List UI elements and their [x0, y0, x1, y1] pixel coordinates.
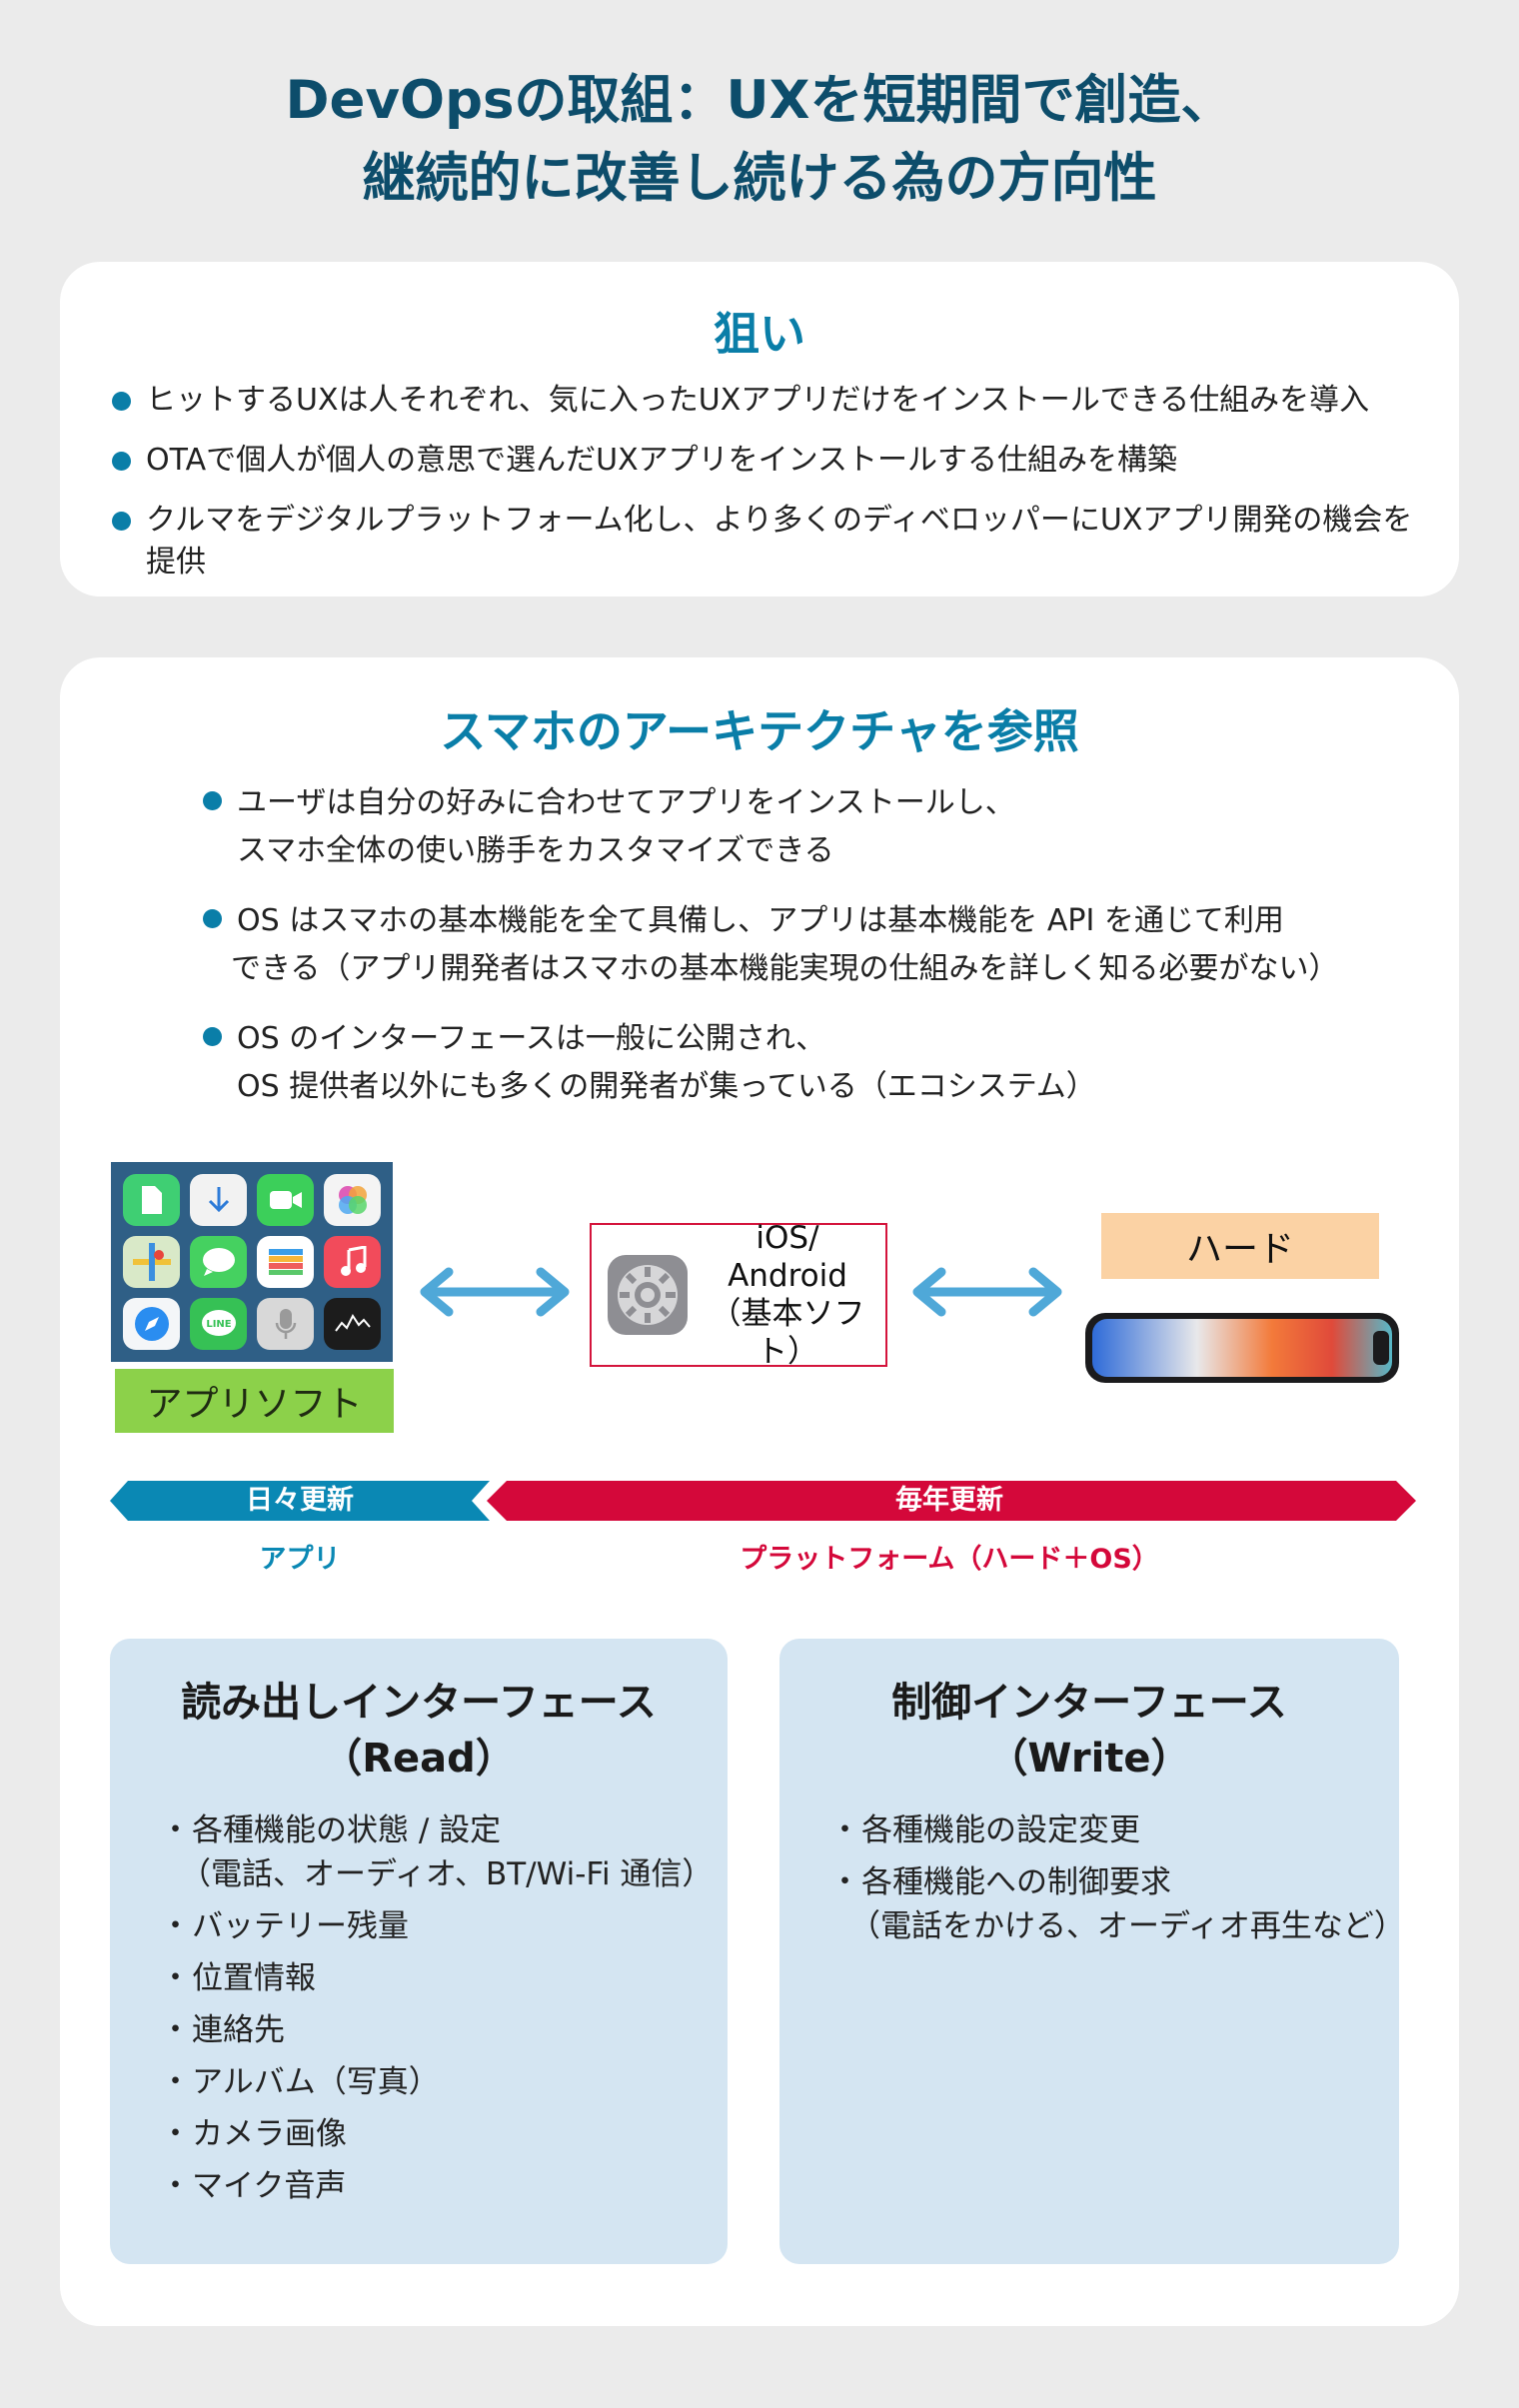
os-box: iOS/ Android （基本ソフト）	[590, 1220, 887, 1370]
write-interface-item: 各種機能の設定変更	[829, 1808, 1392, 1852]
read-interface-item: 連絡先	[160, 2008, 718, 2052]
daily-update-bar	[110, 1481, 490, 1521]
aim-bullet: クルマをデジタルプラットフォーム化し、より多くのディベロッパーにUXアプリ開発の…	[112, 500, 1441, 584]
game-center-app-icon	[324, 1174, 381, 1226]
yearly-update-sublabel: プラットフォーム（ハード＋OS）	[740, 1544, 1159, 1575]
maps-app-icon	[123, 1236, 180, 1288]
messages-app-icon	[190, 1236, 247, 1288]
architecture-bullet-line: ユーザは自分の好みに合わせてアプリをインストールし、	[237, 785, 1015, 820]
yearly-update-label: 毎年更新	[895, 1485, 1003, 1516]
read-interface-item: バッテリー残量	[160, 1904, 718, 1948]
smartphone-icon	[1085, 1313, 1399, 1383]
write-interface-title-line: 制御インターフェース	[891, 1680, 1287, 1726]
voice-memo-app-icon	[257, 1298, 314, 1350]
settings-gear-icon	[608, 1255, 688, 1335]
read-interface-item-line: （電話、オーディオ、BT/Wi-Fi 通信）	[180, 1856, 714, 1892]
architecture-bullet-line: OS のインターフェースは一般に公開され、	[237, 1021, 826, 1056]
app-software-label: アプリソフト	[115, 1369, 394, 1433]
wallet-app-icon	[257, 1236, 314, 1288]
write-interface-item-line: 各種機能への制御要求	[861, 1864, 1171, 1900]
music-app-icon	[324, 1236, 381, 1288]
write-interface-list: 各種機能の設定変更 各種機能への制御要求 （電話をかける、オーディオ再生など）	[829, 1808, 1405, 1956]
daily-update-label: 日々更新	[246, 1485, 354, 1516]
read-interface-item-line: 各種機能の状態 / 設定	[192, 1812, 502, 1848]
read-interface-item: 位置情報	[160, 1956, 718, 2000]
line-app-icon: LINE	[190, 1298, 247, 1350]
download-app-icon	[190, 1174, 247, 1226]
read-interface-title-line: （Read）	[322, 1736, 516, 1782]
read-interface-title-line: 読み出しインターフェース	[181, 1680, 657, 1726]
yearly-update-bar	[487, 1481, 1416, 1521]
architecture-card: スマホのアーキテクチャを参照 ユーザは自分の好みに合わせてアプリをインストールし…	[60, 657, 1459, 2326]
daily-update-sublabel: アプリ	[259, 1544, 341, 1575]
double-arrow-icon	[912, 1267, 1062, 1317]
write-interface-title: 制御インターフェース （Write）	[779, 1675, 1399, 1787]
app-icons-grid: LINE	[111, 1162, 393, 1362]
read-interface-item: アルバム（写真）	[160, 2060, 718, 2104]
architecture-bullet-line: OS 提供者以外にも多くの開発者が集っている（エコシステム）	[237, 1069, 1096, 1104]
files-app-icon	[123, 1174, 180, 1226]
page-title-line2: 継続的に改善し続ける為の方向性	[362, 148, 1157, 209]
write-interface-title-line: （Write）	[987, 1736, 1191, 1782]
aim-bullet: ヒットするUXは人それぞれ、気に入ったUXアプリだけをインストールできる仕組みを…	[112, 380, 1441, 422]
read-interface-item: 各種機能の状態 / 設定 （電話、オーディオ、BT/Wi-Fi 通信）	[160, 1808, 718, 1896]
architecture-heading: スマホのアーキテクチャを参照	[440, 704, 1079, 758]
architecture-bullet: OS のインターフェースは一般に公開され、 OS 提供者以外にも多くの開発者が集…	[203, 1015, 1402, 1111]
architecture-bullet: OS はスマホの基本機能を全て具備し、アプリは基本機能を API を通じて利用 …	[203, 897, 1402, 993]
os-label-line: iOS/	[756, 1220, 819, 1256]
read-interface-title: 読み出しインターフェース （Read）	[110, 1675, 728, 1787]
architecture-bullet-line: スマホ全体の使い勝手をカスタマイズできる	[237, 833, 834, 868]
read-interface-item: カメラ画像	[160, 2112, 718, 2156]
hardware-label: ハード	[1101, 1213, 1379, 1279]
architecture-bullet-list: ユーザは自分の好みに合わせてアプリをインストールし、 スマホ全体の使い勝手をカス…	[203, 779, 1402, 1133]
write-interface-box: 制御インターフェース （Write） 各種機能の設定変更 各種機能への制御要求 …	[779, 1639, 1405, 2264]
os-label-line: Android	[728, 1258, 847, 1294]
architecture-bullet-line: OS はスマホの基本機能を全て具備し、アプリは基本機能を API を通じて利用	[237, 903, 1284, 938]
aim-bullet-list: ヒットするUXは人それぞれ、気に入ったUXアプリだけをインストールできる仕組みを…	[112, 380, 1441, 602]
safari-app-icon	[123, 1298, 180, 1350]
facetime-app-icon	[257, 1174, 314, 1226]
read-interface-list: 各種機能の状態 / 設定 （電話、オーディオ、BT/Wi-Fi 通信） バッテリ…	[160, 1808, 718, 2216]
architecture-bullet: ユーザは自分の好みに合わせてアプリをインストールし、 スマホ全体の使い勝手をカス…	[203, 779, 1402, 875]
read-interface-box: 読み出しインターフェース （Read） 各種機能の状態 / 設定 （電話、オーデ…	[110, 1639, 728, 2264]
page-title: DevOpsの取組：UXを短期間で創造、 継続的に改善し続ける為の方向性	[0, 62, 1519, 218]
stocks-app-icon	[324, 1298, 381, 1350]
aim-heading: 狙い	[714, 307, 805, 361]
os-label: iOS/ Android （基本ソフト）	[690, 1219, 885, 1371]
page-title-line1: DevOpsの取組：UXを短期間で創造、	[285, 70, 1234, 131]
architecture-bullet-line: できる（アプリ開発者はスマホの基本機能実現の仕組みを詳しく知る必要がない）	[231, 951, 1339, 986]
aim-bullet: OTAで個人が個人の意思で選んだUXアプリをインストールする仕組みを構築	[112, 440, 1441, 482]
write-interface-item: 各種機能への制御要求 （電話をかける、オーディオ再生など）	[829, 1860, 1405, 1948]
svg-text:LINE: LINE	[206, 1319, 231, 1330]
read-interface-item: マイク音声	[160, 2164, 718, 2208]
aim-card: 狙い ヒットするUXは人それぞれ、気に入ったUXアプリだけをインストールできる仕…	[60, 262, 1459, 597]
write-interface-item-line: （電話をかける、オーディオ再生など）	[849, 1908, 1405, 1944]
double-arrow-icon	[420, 1266, 570, 1318]
os-label-line: （基本ソフト）	[710, 1296, 865, 1370]
